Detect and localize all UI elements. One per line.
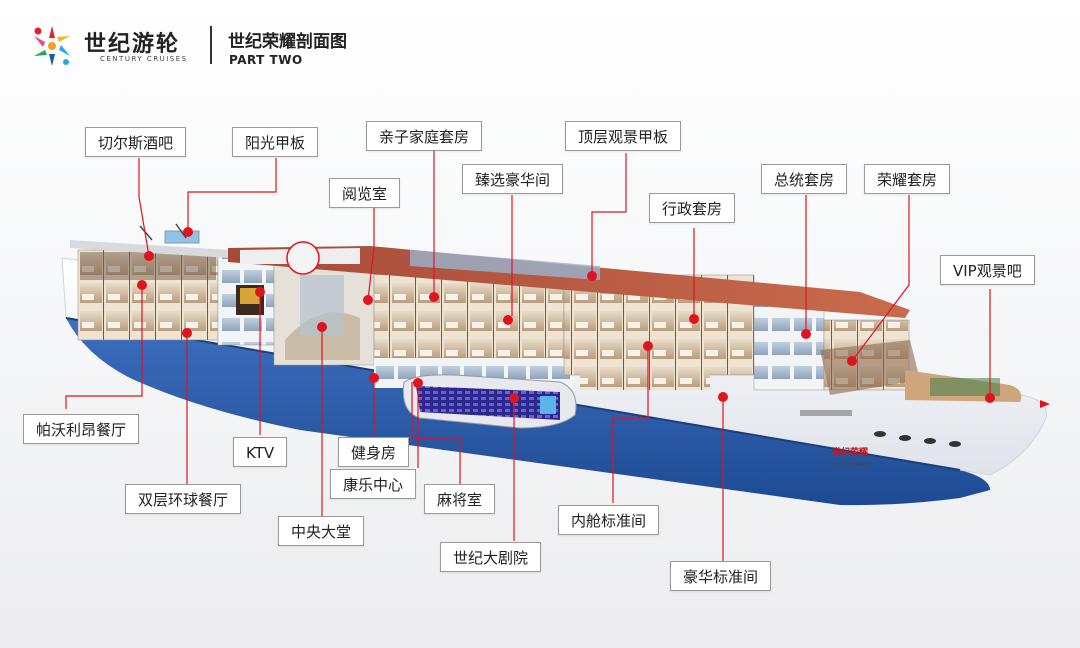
label-double-deck-restaurant: 双层环球餐厅 — [125, 484, 242, 514]
label-central-lobby: 中央大堂 — [278, 516, 365, 546]
dot-xingzheng — [689, 314, 699, 324]
header-divider — [210, 26, 212, 64]
dot-zhenxuan — [503, 315, 513, 325]
leader-neicang — [612, 346, 649, 503]
label-inside-standard-cabin: 内舱标准间 — [558, 505, 660, 535]
dot-yangguang — [183, 227, 193, 237]
label-executive-suite: 行政套房 — [649, 193, 736, 223]
label-mahjong-room: 麻将室 — [424, 484, 496, 514]
leader-yuelan — [367, 208, 375, 301]
leader-majiang — [411, 382, 461, 484]
label-century-theater: 世纪大剧院 — [440, 542, 542, 572]
dot-shijidajuyuan — [509, 393, 519, 403]
hull-name-en: SHI JI RONGYAO — [832, 462, 871, 468]
dot-dingceng — [587, 271, 597, 281]
label-sun-deck: 阳光甲板 — [232, 127, 319, 157]
hull-name: 世纪荣耀 — [832, 446, 868, 458]
page-title: 世纪荣耀剖面图 — [228, 32, 347, 52]
label-gym: 健身房 — [338, 437, 410, 467]
label-qiersi-bar: 切尔斯酒吧 — [85, 127, 187, 157]
dot-neicang — [643, 341, 653, 351]
label-ktv: KTV — [233, 437, 288, 467]
dot-rongyao — [847, 356, 857, 366]
leader-dingceng — [591, 153, 627, 276]
label-select-deluxe: 臻选豪华间 — [462, 164, 564, 194]
dot-kangle — [413, 378, 423, 388]
dot-ktv — [255, 287, 265, 297]
label-glory-suite: 荣耀套房 — [864, 164, 951, 194]
leader-rongyao — [851, 195, 910, 362]
leader-qiersi — [138, 158, 150, 257]
leader-pawoli — [65, 285, 143, 409]
label-recreation-center: 康乐中心 — [330, 469, 417, 499]
label-presidential-suite: 总统套房 — [761, 164, 848, 194]
dot-qinzi — [429, 292, 439, 302]
dot-qiersi — [144, 251, 154, 261]
dot-pawoli — [137, 280, 147, 290]
dot-vip — [985, 393, 995, 403]
leader-yangguang — [187, 158, 277, 232]
brand-name: 世纪游轮 — [84, 31, 181, 57]
dot-zongtong — [801, 329, 811, 339]
label-deluxe-standard-cabin: 豪华标准间 — [670, 561, 772, 591]
label-vip-lounge: VIP观景吧 — [940, 255, 1035, 285]
label-top-observation-deck: 顶层观景甲板 — [565, 121, 682, 151]
label-reading-room: 阅览室 — [329, 178, 401, 208]
dot-jianshen — [369, 373, 379, 383]
label-pavilion-restaurant: 帕沃利昂餐厅 — [23, 414, 140, 444]
label-family-suite: 亲子家庭套房 — [366, 121, 483, 151]
century-cruises-logo-icon — [34, 26, 70, 66]
page-subtitle: PART TWO — [229, 53, 303, 67]
header: 世纪游轮 CENTURY CRUISES 世纪荣耀剖面图 PART TWO — [0, 0, 1080, 90]
dot-zhongyang — [317, 322, 327, 332]
dot-shuangceng — [182, 328, 192, 338]
dot-haohua — [718, 392, 728, 402]
dot-yuelan — [363, 295, 373, 305]
brand-name-en: CENTURY CRUISES — [100, 55, 188, 63]
